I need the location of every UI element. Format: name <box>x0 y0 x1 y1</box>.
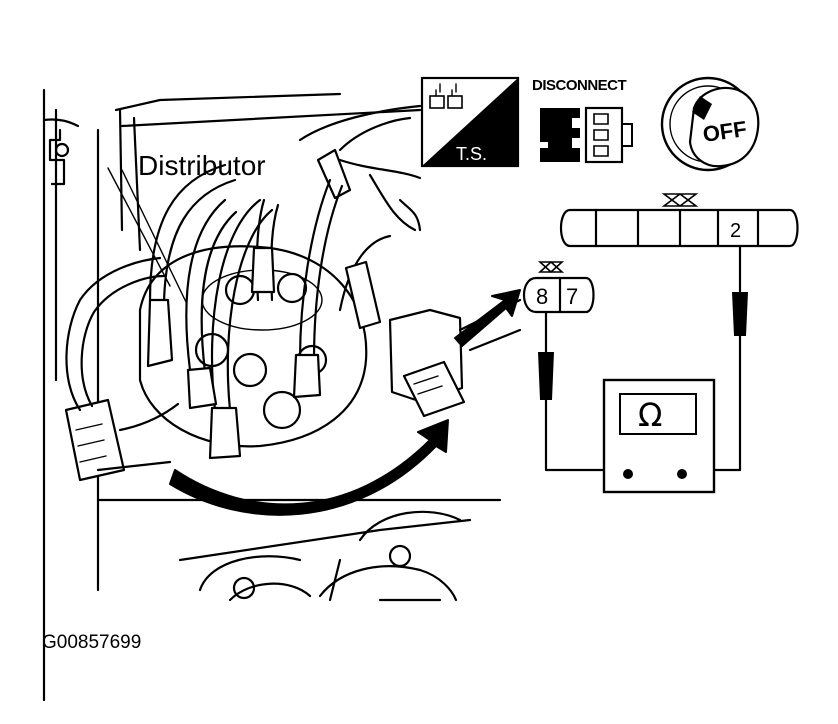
harness-connector: 2 <box>559 193 799 248</box>
component-connector: 8 7 <box>523 260 595 314</box>
pin-8-label: 8 <box>536 284 548 309</box>
disconnect-connector-icon: DISCONNECT <box>532 77 633 164</box>
ohm-symbol: Ω <box>638 396 662 434</box>
pin-2-label: 2 <box>730 220 741 242</box>
ts-badge-label: T.S. <box>456 144 487 164</box>
test-probes <box>538 244 748 472</box>
pin-7-label: 7 <box>566 284 578 309</box>
ohmmeter-icon: Ω <box>602 378 716 494</box>
engine-illustration <box>42 88 522 702</box>
ignition-key-off-icon: OFF <box>660 76 760 172</box>
distributor-callout: Distributor <box>107 150 266 303</box>
off-label: OFF <box>701 116 748 147</box>
distributor-leader-line <box>121 169 187 303</box>
figure-id: G00857699 <box>42 632 141 653</box>
distributor-label: Distributor <box>138 150 266 181</box>
test-symbol-icon: T.S. <box>420 76 520 168</box>
disconnect-label: DISCONNECT <box>532 77 627 94</box>
